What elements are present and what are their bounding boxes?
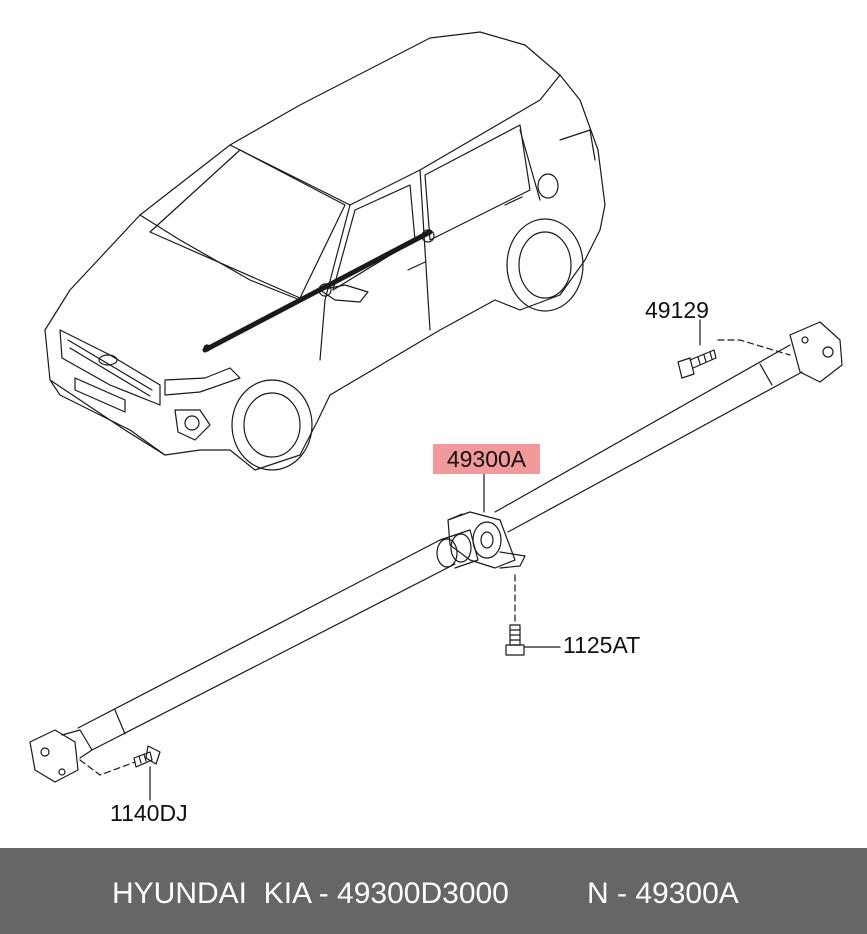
- parts-diagram: [29, 31, 843, 801]
- bolt-1125at-drawing: [505, 624, 525, 656]
- footer-reference: N - 49300A: [587, 877, 739, 910]
- callout-1125at: 1125AT: [563, 632, 641, 658]
- center-bearing: [447, 511, 526, 569]
- callout-49300a-highlighted: 49300A: [433, 444, 540, 474]
- bolt-49129-drawing: [677, 349, 717, 379]
- leader-lines: [79, 319, 791, 801]
- footer-part-number: HYUNDAI KIA - 49300D3000: [112, 877, 509, 910]
- bolt-1140dj-drawing: [133, 745, 161, 768]
- propeller-shaft: [29, 321, 843, 783]
- footer-banner: HYUNDAI KIA - 49300D3000 N - 49300A: [0, 848, 867, 934]
- callout-1140dj: 1140DJ: [110, 800, 188, 826]
- vehicle-illustration: [44, 31, 606, 471]
- callout-49129: 49129: [645, 297, 709, 323]
